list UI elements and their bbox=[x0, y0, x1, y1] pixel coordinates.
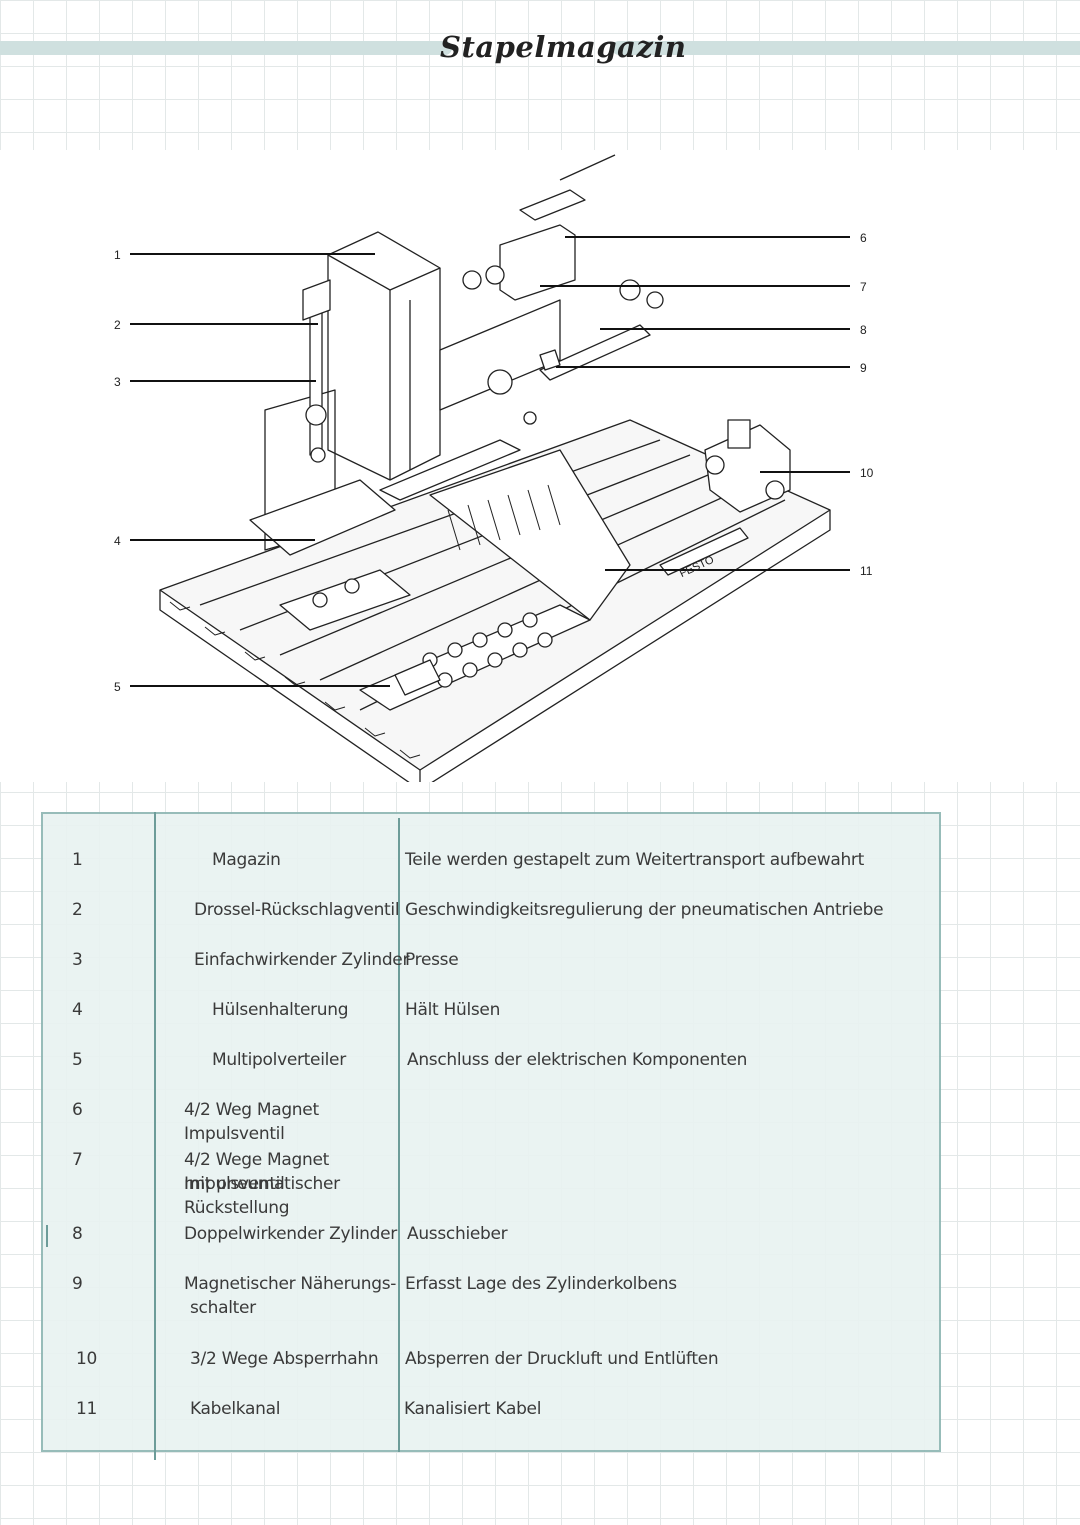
table-row: 8 Doppelwirkender Zylinder Ausschieber bbox=[0, 1222, 940, 1270]
table-row: 1 Magazin Teile werden gestapelt zum Wei… bbox=[0, 848, 940, 896]
row-description: Hält Hülsen bbox=[405, 1000, 501, 1020]
row-component: Doppelwirkender Zylinder bbox=[184, 1224, 397, 1244]
row-number: 2 bbox=[72, 900, 83, 920]
callout-5: 5 bbox=[114, 680, 121, 694]
table-row: 4 Hülsenhalterung Hält Hülsen bbox=[0, 998, 940, 1046]
table-row: 6 4/2 Weg Magnet Impulsventil bbox=[0, 1098, 940, 1146]
row-number: 7 bbox=[72, 1150, 83, 1170]
table-row: 2 Drossel-Rückschlagventil Geschwindigke… bbox=[0, 898, 940, 946]
row-description: Anschluss der elektrischen Komponenten bbox=[407, 1050, 748, 1070]
table-row: 10 3/2 Wege Absperrhahn Absperren der Dr… bbox=[0, 1347, 940, 1395]
row-description: Geschwindigkeitsregulierung der pneumati… bbox=[405, 900, 884, 920]
row-component: Magnetischer Näherungs- bbox=[184, 1274, 397, 1294]
component-table bbox=[41, 812, 941, 1452]
callout-3: 3 bbox=[114, 375, 121, 389]
callout-4: 4 bbox=[114, 534, 121, 548]
callout-2: 2 bbox=[114, 318, 121, 332]
row-number: 1 bbox=[72, 850, 83, 870]
callout-8: 8 bbox=[860, 323, 867, 337]
row-component-line2: schalter bbox=[190, 1298, 256, 1318]
callout-7: 7 bbox=[860, 280, 867, 294]
table-divider-1 bbox=[154, 812, 156, 1460]
page-title: Stapelmagazin bbox=[440, 30, 687, 64]
row-description: Ausschieber bbox=[407, 1224, 508, 1244]
title-band-right bbox=[612, 41, 1080, 55]
row-component: Magazin bbox=[212, 850, 281, 870]
table-row: 7 4/2 Wege Magnet Impulsventil mit pneum… bbox=[0, 1148, 940, 1218]
callout-10: 10 bbox=[860, 466, 874, 480]
callout-11: 11 bbox=[860, 564, 873, 578]
callout-6: 6 bbox=[860, 231, 867, 245]
row-number: 5 bbox=[72, 1050, 83, 1070]
row-component-line2: mit pneumatischer Rückstellung bbox=[184, 1174, 340, 1218]
row-number: 6 bbox=[72, 1100, 83, 1120]
row-component: 3/2 Wege Absperrhahn bbox=[190, 1349, 379, 1369]
row-description: Kanalisiert Kabel bbox=[404, 1399, 542, 1419]
row-description: Presse bbox=[405, 950, 459, 970]
row-number: 8 bbox=[72, 1224, 83, 1244]
row-component: Hülsenhalterung bbox=[212, 1000, 349, 1020]
row-number: 10 bbox=[76, 1349, 98, 1369]
title-band-left bbox=[0, 41, 452, 55]
row-component: Einfachwirkender Zylinder bbox=[194, 950, 410, 970]
row-component: Multipolverteiler bbox=[212, 1050, 346, 1070]
station-drawing: 1 2 3 4 5 6 7 8 9 10 11 FESTO bbox=[114, 154, 874, 782]
row-description: Teile werden gestapelt zum Weitertranspo… bbox=[405, 850, 864, 870]
row-component: 4/2 Wege Magnet Impulsventil bbox=[184, 1150, 329, 1194]
margin-mark bbox=[46, 1225, 48, 1247]
table-row: 5 Multipolverteiler Anschluss der elektr… bbox=[0, 1048, 940, 1096]
row-number: 4 bbox=[72, 1000, 83, 1020]
title-band bbox=[0, 38, 1080, 58]
row-component: Drossel-Rückschlagventil bbox=[194, 900, 400, 920]
row-description: Absperren der Druckluft und Entlüften bbox=[405, 1349, 719, 1369]
row-description: Erfasst Lage des Zylinderkolbens bbox=[405, 1274, 677, 1294]
row-component: Kabelkanal bbox=[190, 1399, 281, 1419]
row-component: 4/2 Weg Magnet Impulsventil bbox=[184, 1100, 319, 1144]
table-row: 3 Einfachwirkender Zylinder Presse bbox=[0, 948, 940, 996]
table-row: 9 Magnetischer Näherungs- schalter Erfas… bbox=[0, 1272, 940, 1328]
row-number: 9 bbox=[72, 1274, 83, 1294]
callout-1: 1 bbox=[114, 248, 121, 262]
table-row: 11 Kabelkanal Kanalisiert Kabel bbox=[0, 1397, 940, 1445]
row-number: 3 bbox=[72, 950, 83, 970]
row-number: 11 bbox=[76, 1399, 98, 1419]
table-divider-2 bbox=[398, 818, 400, 1452]
callout-9: 9 bbox=[860, 361, 867, 375]
station-illustration: 1 2 3 4 5 6 7 8 9 10 11 FESTO bbox=[0, 150, 1080, 782]
